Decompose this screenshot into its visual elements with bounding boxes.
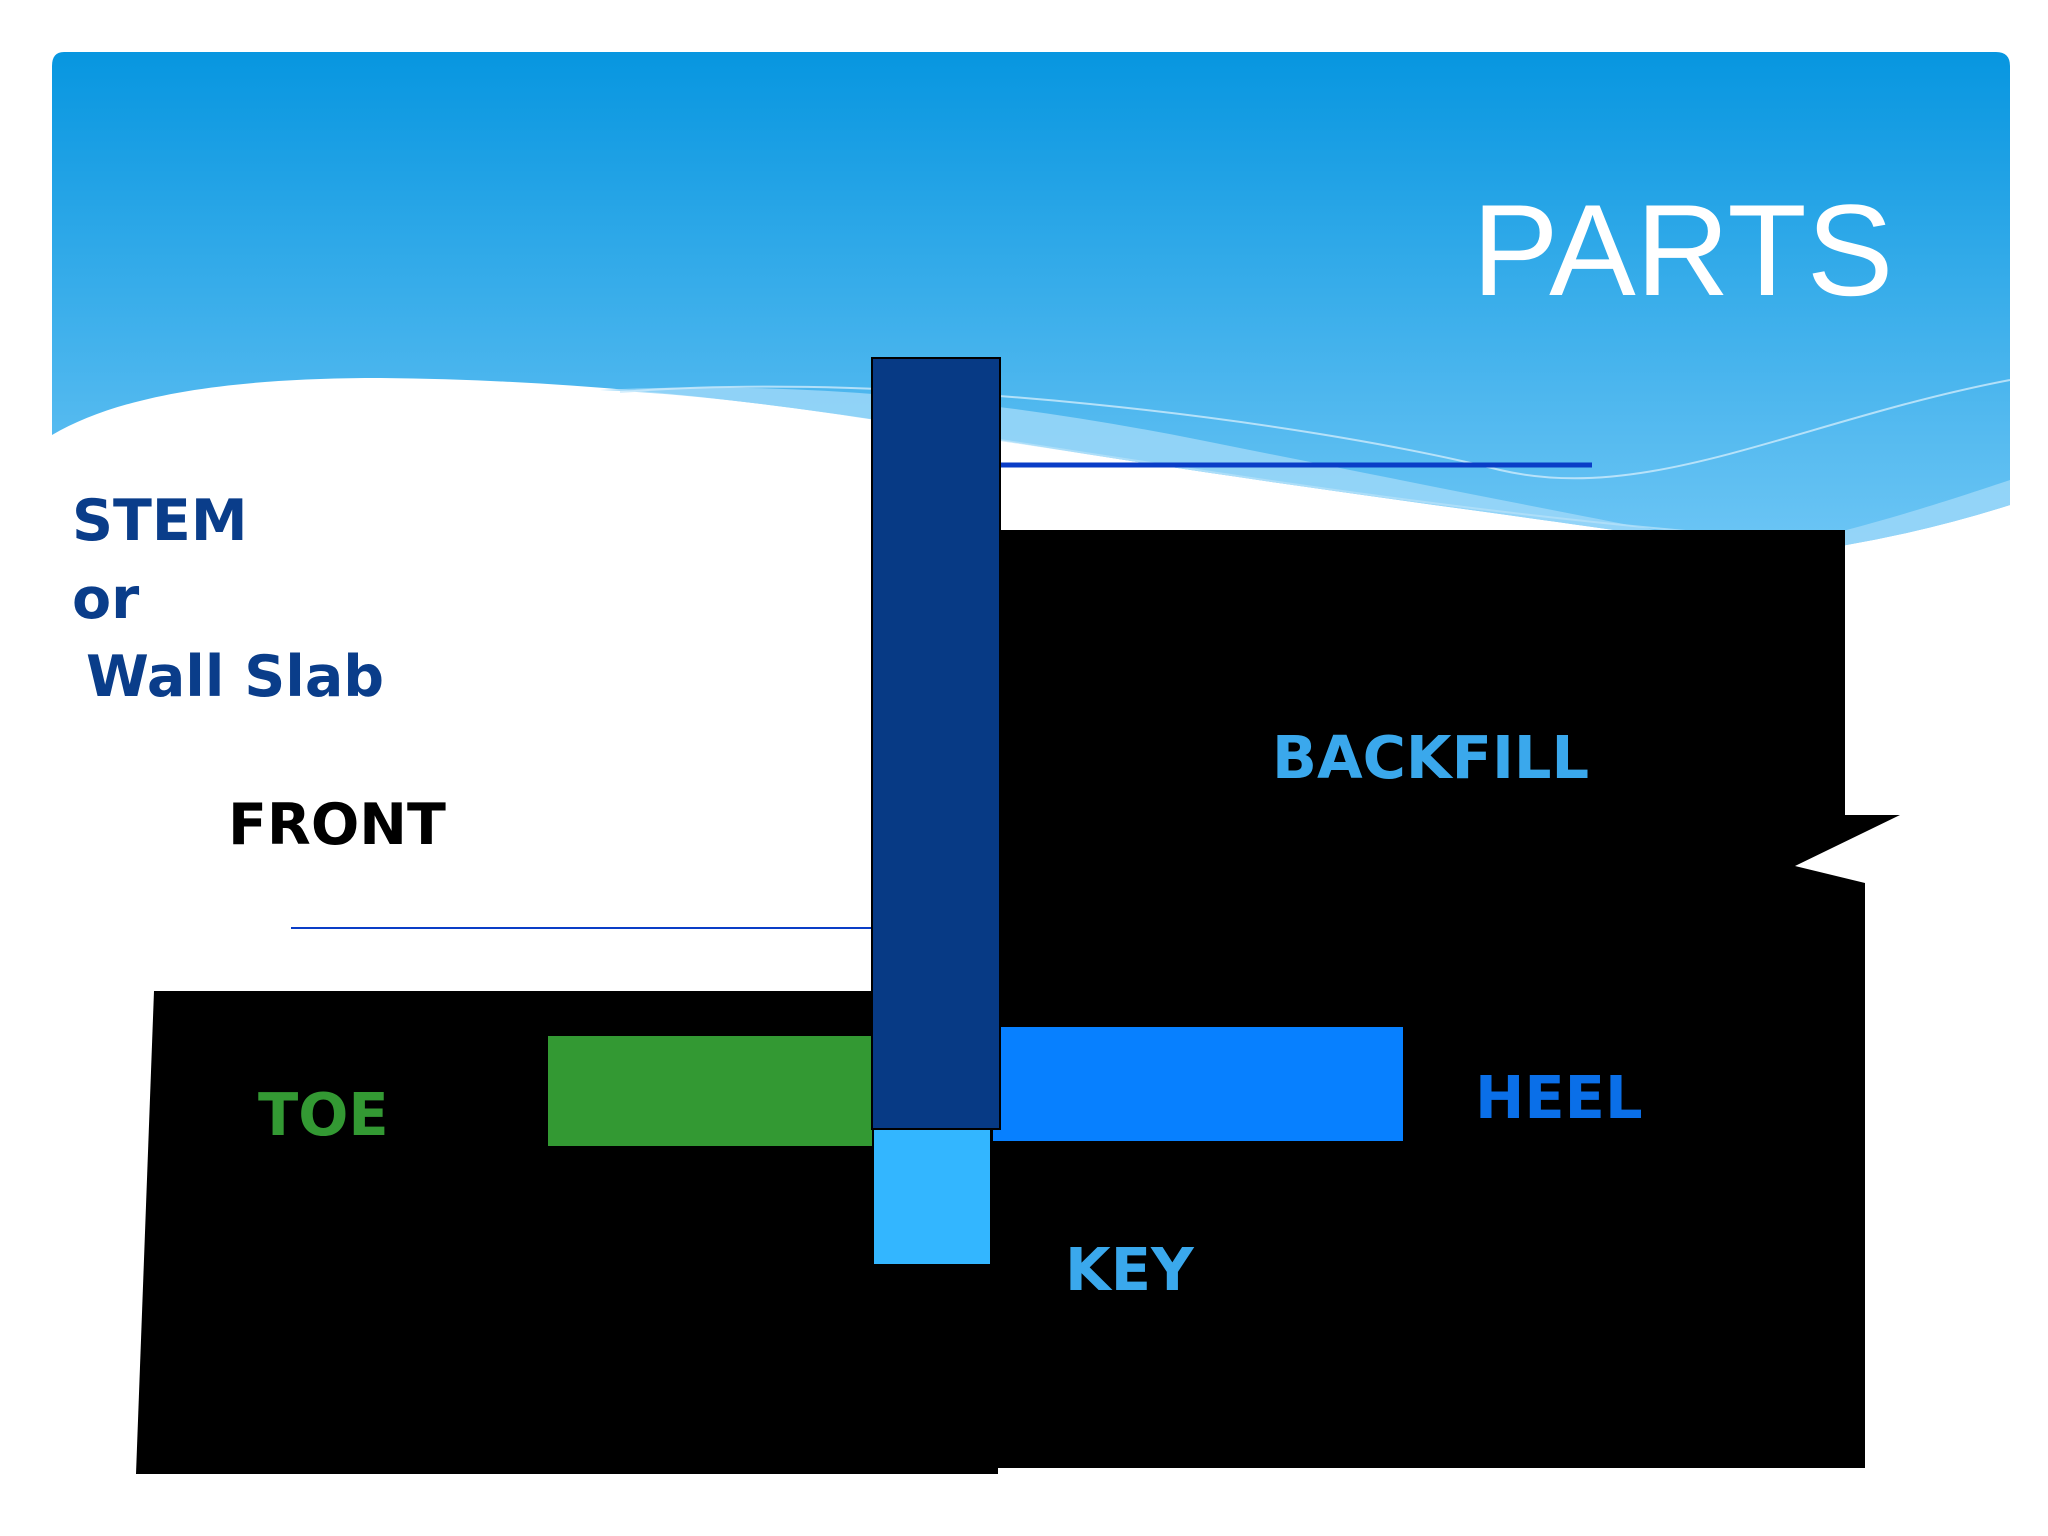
front-label: FRONT — [228, 792, 446, 858]
heel-slab — [993, 1027, 1403, 1141]
slide-title: PARTS — [1472, 177, 1894, 323]
toe-label: TOE — [258, 1080, 389, 1149]
stem-label: STEM or Wall Slab — [72, 482, 384, 716]
key-label: KEY — [1065, 1235, 1194, 1304]
toe-slab — [548, 1036, 872, 1146]
backfill-label: BACKFILL — [1272, 723, 1590, 792]
heel-label: HEEL — [1475, 1063, 1643, 1132]
sky-swoosh-line-2 — [999, 439, 1801, 541]
sky-banner — [52, 52, 2010, 555]
stem-label-line-1: STEM — [72, 488, 248, 554]
stem-wall-slab — [871, 357, 1001, 1130]
shear-key — [872, 1128, 992, 1266]
stem-label-line-3: Wall Slab — [86, 644, 385, 710]
stem-label-line-2: or — [72, 566, 140, 632]
backfill-soil — [998, 530, 1900, 1468]
